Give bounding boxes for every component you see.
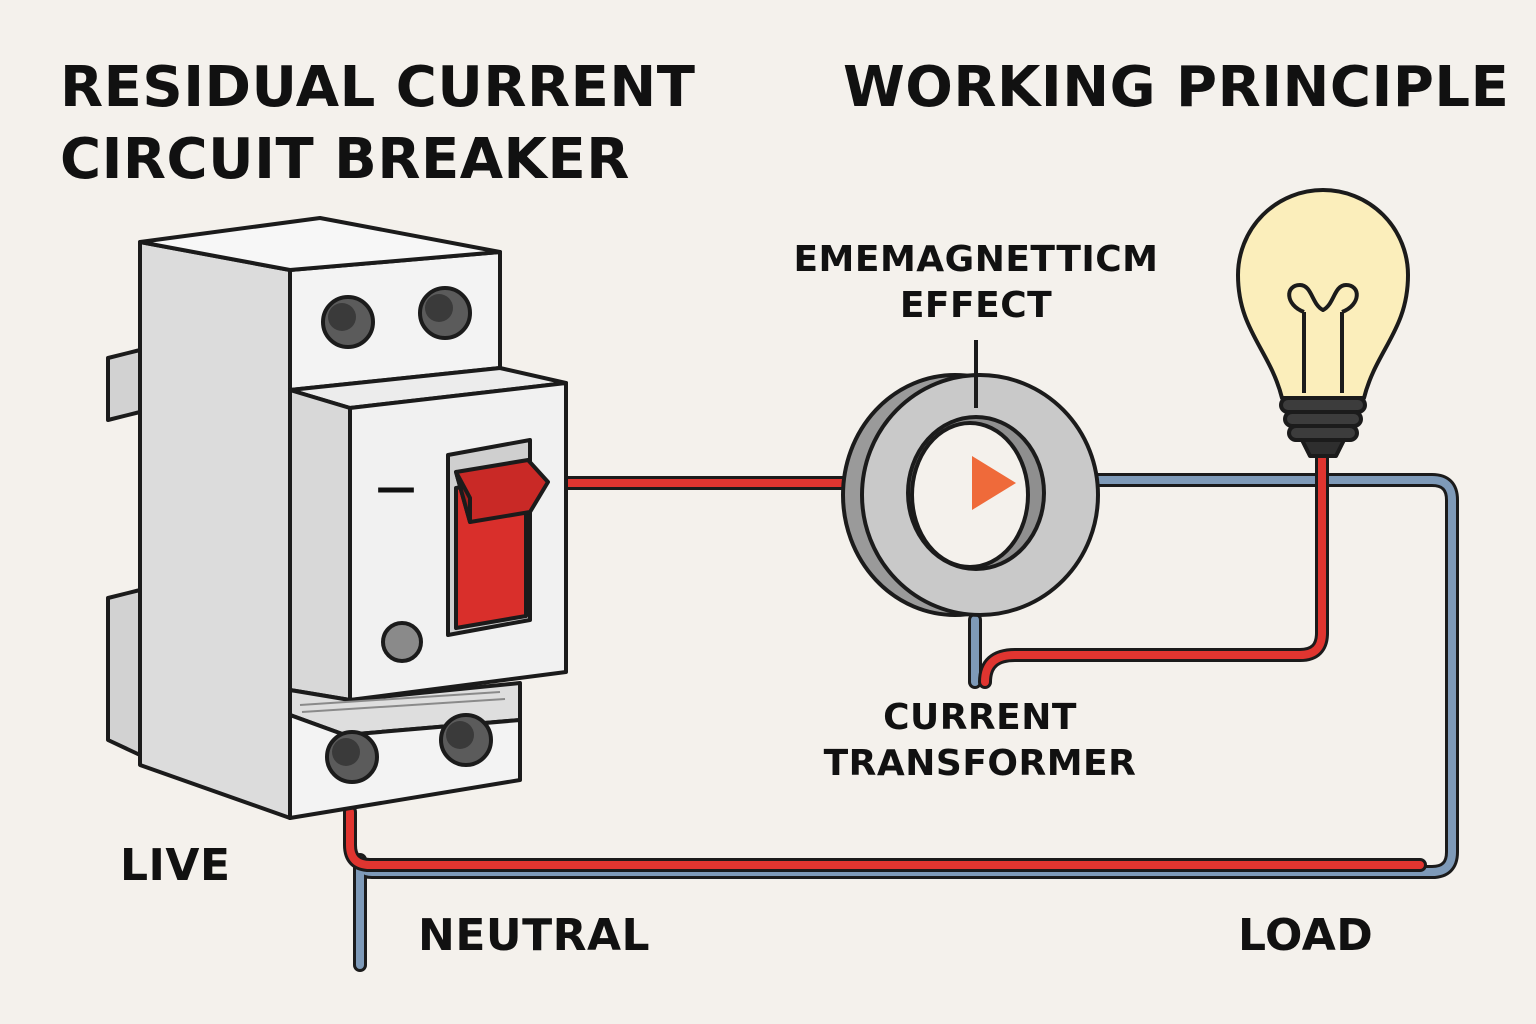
breaker-toggle[interactable]: [446, 438, 550, 637]
load-label: LOAD: [1238, 910, 1374, 961]
breaker-title-line1: RESIDUAL CURRENT: [60, 55, 696, 120]
screw-icon: [321, 295, 375, 349]
switch-off-mark: —: [376, 465, 417, 511]
light-bulb-icon: [1236, 188, 1410, 458]
working-principle-title: WORKING PRINCIPLE: [843, 55, 1510, 120]
emf-label-line1: EMEMAGNETTICM: [793, 239, 1159, 280]
toroid-current-transformer-icon: [841, 340, 1100, 617]
ct-label-line1: CURRENT: [883, 697, 1077, 738]
screw-icon: [325, 730, 379, 784]
ct-label-line2: TRANSFORMER: [823, 743, 1137, 784]
neutral-label: NEUTRAL: [418, 910, 651, 961]
screw-icon: [418, 286, 472, 340]
live-label: LIVE: [120, 840, 231, 891]
wires: [343, 448, 1459, 972]
breaker-title-line2: CIRCUIT BREAKER: [60, 127, 630, 192]
live-wire: [343, 448, 1427, 872]
terminal-screws: [321, 286, 493, 784]
screw-icon: [439, 713, 493, 767]
emf-label-line2: EFFECT: [899, 285, 1053, 326]
test-button[interactable]: [381, 621, 423, 663]
current-direction-arrow-icon: [972, 456, 1016, 510]
